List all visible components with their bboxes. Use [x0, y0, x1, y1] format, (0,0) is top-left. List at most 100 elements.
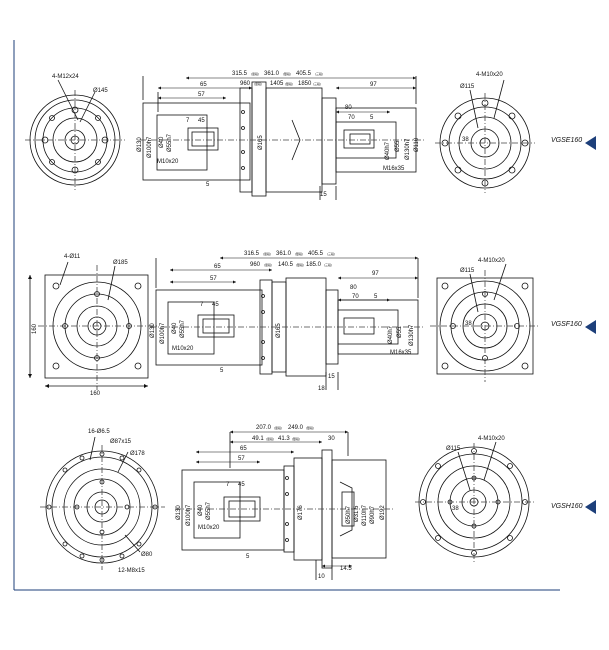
row2-dim-5: 5 [220, 368, 224, 374]
row1-dimension-lines [158, 76, 416, 114]
row2-dim-5b: 5 [374, 294, 378, 300]
row1-dim-70: 70 [348, 115, 355, 121]
row1-dim-len-b: 1405 [270, 81, 284, 87]
row1-dim-length3-note: (三段) [315, 71, 323, 76]
row2-dia40: Ø40 [172, 322, 178, 334]
row2-dim-length2: 361.0 [276, 251, 292, 257]
row1-back-dim: 38 [462, 137, 469, 143]
row1-dia55h7: Ø55h7 [167, 133, 173, 152]
row2-dim-70: 70 [352, 294, 359, 300]
row3-dia31: Ø31.5 [354, 505, 360, 522]
row1-dim-len-c-note: (三段) [313, 81, 321, 86]
row3-dim-65: 65 [240, 446, 247, 452]
row3-dim-len-b: 41.3 [278, 436, 290, 442]
row3-dim-len-a: 49.1 [252, 436, 264, 442]
row2-back-bolt: 4-M10x20 [478, 258, 505, 264]
row3-dim-7: 7 [226, 482, 230, 488]
row1-dim-len-c: 1850 [298, 81, 312, 87]
row3-front-pcd: Ø87x15 [110, 439, 132, 445]
row2-front-pcd: Ø185 [113, 260, 128, 266]
row3-back-pcd: Ø115 [446, 446, 461, 452]
row3-dia110h7: Ø110h7 [362, 504, 368, 526]
row3-dia55h7: Ø55h7 [206, 501, 212, 520]
row3-front-dia80: Ø80 [141, 552, 153, 558]
row1-dim-length3: 405.5 [296, 71, 312, 77]
row3-dia90h7: Ø90h7 [370, 505, 376, 524]
row3-back-bolt: 4-M10x20 [478, 436, 505, 442]
row2-dia130: Ø130 [150, 323, 156, 338]
row3-dim-10: 10 [318, 574, 325, 580]
row2-back-pcd: Ø115 [460, 268, 475, 274]
row1-dim-len-b-note: (雙段) [285, 81, 293, 86]
row2-dim-len-b-note: (雙段) [296, 262, 304, 267]
row3-dim-len-b-note: (雙段) [292, 436, 300, 441]
row1-back-pcd: Ø115 [460, 84, 475, 90]
row3-dim-45: 45 [238, 482, 245, 488]
row2-dim-57: 57 [210, 276, 217, 282]
row2-dia55: Ø55 [397, 326, 403, 338]
row1-dia100h7: Ø100h7 [147, 136, 153, 158]
row2-dim-65: 65 [214, 264, 221, 270]
row2-dim-45: 45 [212, 302, 219, 308]
row3-m10x20: M10x20 [198, 525, 220, 531]
row3-dim-length-note: (單段) [274, 425, 282, 430]
row2-dia40h7: Ø40h7 [388, 325, 394, 344]
row2-dim-len-a: 960 [250, 262, 261, 268]
row3-dim-57: 57 [238, 456, 245, 462]
row3-dia192: Ø192 [380, 505, 386, 520]
row1-model-label: VGSE160 [551, 137, 583, 144]
row1-m16x35: M16x35 [383, 166, 405, 172]
row3-back-dim: 38 [452, 506, 459, 512]
row3-dim-length2-note: (雙段) [306, 425, 314, 430]
row2-m10x20: M10x20 [172, 346, 194, 352]
row1-dim-length: 315.5 [232, 71, 248, 77]
row3-model-marker [585, 500, 596, 514]
row2-front-bolt: 4-Ø11 [64, 254, 81, 260]
row1-back-bolt: 4-M10x20 [476, 72, 503, 78]
row2-dim-length: 316.5 [244, 251, 260, 257]
row2-model-marker [585, 320, 596, 334]
row2-dim-len-c-note: (三段) [324, 262, 332, 267]
row2-dim-len-b: 140.5 [278, 262, 294, 268]
row1-dim-len-a: 960 [240, 81, 251, 87]
row2-dim-18: 18 [318, 386, 325, 392]
row1-dim-7: 7 [186, 118, 190, 124]
row3-front-tap: 12-M8x15 [118, 568, 145, 574]
row2-side-view [150, 258, 425, 390]
row3-front-view [40, 436, 165, 570]
row1-dia130h7: Ø130h7 [405, 138, 411, 160]
row3-dim-length: 207.0 [256, 425, 272, 431]
row1-side-view [140, 76, 425, 200]
row3-dim-5: 5 [246, 554, 250, 560]
row3-dim-145: 14.5 [340, 566, 352, 572]
row2-dim-length2-note: (雙段) [295, 251, 303, 256]
row3-dia130: Ø130 [176, 505, 182, 520]
row2-dim-len-a-note: (單段) [264, 262, 272, 267]
row2-dimension-lines [170, 256, 418, 302]
row3-dia50h7: Ø50h7 [346, 505, 352, 524]
row1-dia130: Ø130 [137, 137, 143, 152]
row1-dim-45: 45 [198, 118, 205, 124]
row1-dia40h7: Ø40h7 [385, 141, 391, 160]
row2-front-view [28, 261, 158, 390]
row1-dim-97: 97 [370, 82, 377, 88]
row2-dia165: Ø165 [276, 323, 282, 338]
row2-dia100h7: Ø100h7 [160, 322, 166, 344]
row1-front-pcd: Ø145 [93, 88, 108, 94]
row1-dim-57: 57 [198, 92, 205, 98]
row3-dim-30: 30 [328, 436, 335, 442]
row3-dim-len-a-note: (單段) [266, 436, 274, 441]
row1-dim-length2-note: (雙段) [283, 71, 291, 76]
row2-dim-length3: 405.5 [308, 251, 324, 257]
row1-dim-5b: 5 [370, 115, 374, 121]
row2-dia55h7: Ø55h7 [180, 319, 186, 338]
row1-model-marker [585, 136, 596, 150]
row1-back-view [435, 79, 535, 193]
row1-dia165: Ø165 [258, 135, 264, 150]
row1-dia55: Ø55 [395, 140, 401, 152]
row3-front-holes: 16-Ø6.5 [88, 429, 110, 435]
row1-dim-65: 65 [200, 82, 207, 88]
row2-back-view [430, 263, 540, 382]
row2-front-sq-v: 160 [32, 323, 38, 334]
